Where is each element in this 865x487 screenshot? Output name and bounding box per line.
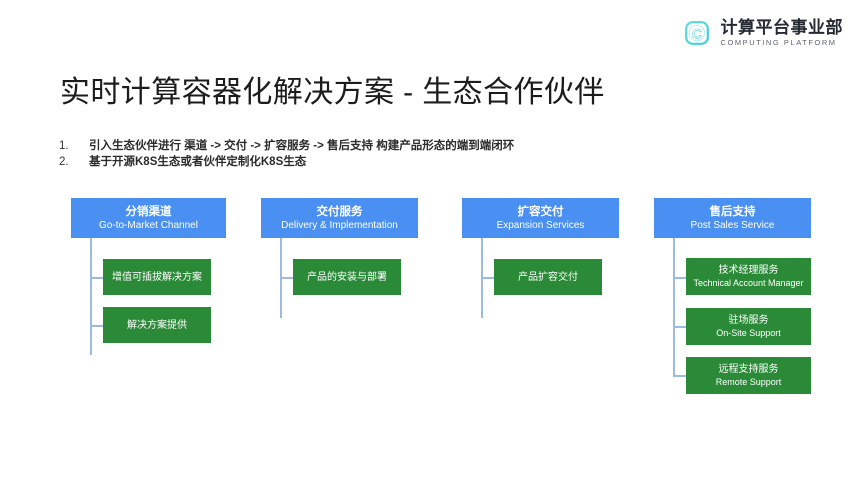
list-item: 2. 基于开源K8S生态或者伙伴定制化K8S生态 bbox=[59, 154, 514, 170]
header-title-en: Expansion Services bbox=[496, 219, 585, 231]
header-title-en: Go-to-Market Channel bbox=[99, 219, 198, 231]
child-title-cn: 产品扩容交付 bbox=[518, 271, 578, 283]
child-box-solution-provisioning[interactable]: 解决方案提供 bbox=[103, 307, 211, 343]
child-title-cn: 增值可插拔解决方案 bbox=[112, 271, 202, 283]
child-title-en: On-Site Support bbox=[716, 328, 781, 338]
brand-name-cn: 计算平台事业部 bbox=[720, 18, 843, 38]
child-box-technical-account-manager[interactable]: 技术经理服务 Technical Account Manager bbox=[686, 258, 811, 295]
connector-trunk bbox=[90, 238, 92, 355]
connector-branch bbox=[673, 277, 686, 279]
header-box-go-to-market-channel[interactable]: 分销渠道 Go-to-Market Channel bbox=[71, 198, 226, 238]
header-box-expansion-services[interactable]: 扩容交付 Expansion Services bbox=[462, 198, 619, 238]
header-box-post-sales-service[interactable]: 售后支持 Post Sales Service bbox=[654, 198, 811, 238]
connector-branch bbox=[673, 375, 686, 377]
child-title-en: Technical Account Manager bbox=[693, 278, 804, 288]
header-title-en: Delivery & Implementation bbox=[281, 219, 398, 231]
connector-trunk bbox=[673, 238, 675, 376]
chip-c-logo-icon: C bbox=[682, 18, 712, 48]
header-box-delivery-implementation[interactable]: 交付服务 Delivery & Implementation bbox=[261, 198, 418, 238]
brand-logo-text: 计算平台事业部 COMPUTING PLATFORM bbox=[721, 19, 844, 47]
header-title-cn: 扩容交付 bbox=[517, 205, 564, 218]
child-box-product-expansion-delivery[interactable]: 产品扩容交付 bbox=[494, 259, 602, 295]
child-title-cn: 解决方案提供 bbox=[127, 319, 187, 331]
child-box-product-installation-deployment[interactable]: 产品的安装与部署 bbox=[293, 259, 401, 295]
child-title-cn: 产品的安装与部署 bbox=[307, 271, 387, 283]
list-item: 1. 引入生态伙伴进行 渠道 -> 交付 -> 扩容服务 -> 售后支持 构建产… bbox=[59, 138, 514, 154]
connector-branch bbox=[481, 277, 494, 279]
header-title-cn: 交付服务 bbox=[316, 205, 363, 218]
svg-text:C: C bbox=[692, 26, 702, 41]
bullet-number: 1. bbox=[59, 140, 69, 152]
child-box-remote-support[interactable]: 远程支持服务 Remote Support bbox=[686, 357, 811, 394]
connector-branch bbox=[673, 326, 686, 328]
child-title-cn: 驻场服务 bbox=[728, 315, 769, 326]
header-title-cn: 分销渠道 bbox=[125, 205, 172, 218]
connector-branch bbox=[280, 277, 293, 279]
child-title-en: Remote Support bbox=[715, 377, 782, 387]
child-box-on-site-support[interactable]: 驻场服务 On-Site Support bbox=[686, 308, 811, 345]
brand-logo: C 计算平台事业部 COMPUTING PLATFORM bbox=[682, 18, 844, 48]
connector-branch bbox=[90, 277, 103, 279]
brand-name-en: COMPUTING PLATFORM bbox=[720, 38, 837, 48]
header-title-en: Post Sales Service bbox=[690, 219, 775, 231]
bullet-text: 基于开源K8S生态或者伙伴定制化K8S生态 bbox=[89, 156, 307, 168]
child-title-cn: 技术经理服务 bbox=[718, 265, 779, 276]
header-title-cn: 售后支持 bbox=[709, 205, 756, 218]
bullet-text: 引入生态伙伴进行 渠道 -> 交付 -> 扩容服务 -> 售后支持 构建产品形态… bbox=[89, 140, 515, 152]
bullet-number: 2. bbox=[59, 156, 69, 168]
bullet-list: 1. 引入生态伙伴进行 渠道 -> 交付 -> 扩容服务 -> 售后支持 构建产… bbox=[59, 138, 514, 170]
connector-branch bbox=[90, 325, 103, 327]
page-title: 实时计算容器化解决方案 - 生态合作伙伴 bbox=[60, 76, 605, 110]
child-title-cn: 远程支持服务 bbox=[718, 364, 779, 375]
child-box-value-added-solution[interactable]: 增值可插拔解决方案 bbox=[103, 259, 211, 295]
